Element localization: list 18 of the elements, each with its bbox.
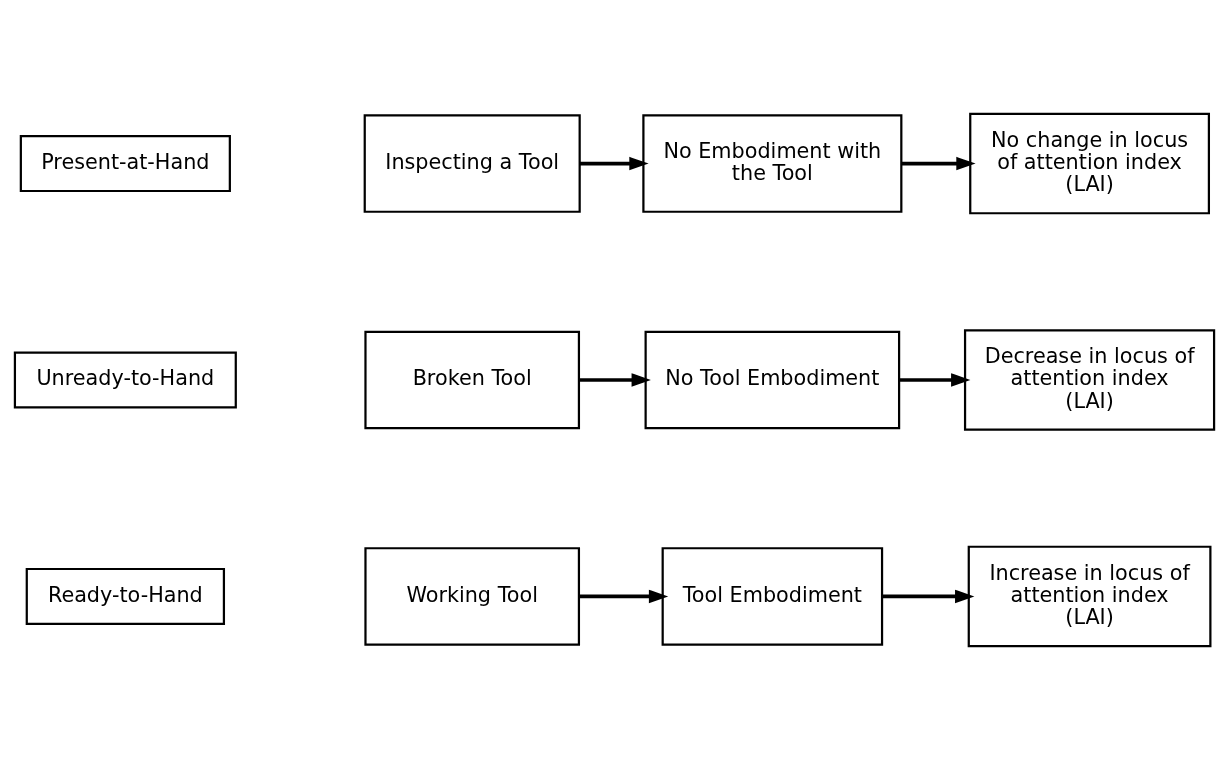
node-box: Inspecting a Tool	[363, 113, 581, 213]
arrow	[901, 156, 976, 170]
node-box: Present-at-Hand	[19, 134, 231, 192]
node-box: Tool Embodiment	[661, 546, 884, 646]
arrow	[579, 372, 651, 387]
arrow	[899, 372, 971, 387]
node-box: No change in locus of attention index (LAI)	[969, 112, 1210, 214]
node-box: Broken Tool	[364, 330, 581, 429]
arrow	[579, 156, 649, 170]
node-box: No Tool Embodiment	[644, 330, 901, 429]
node-box: No Embodiment with the Tool	[642, 113, 903, 213]
node-box: Working Tool	[364, 546, 581, 646]
node-box: Decrease in locus of attention index (LAI)	[963, 328, 1216, 431]
arrow	[882, 589, 975, 603]
node-box: Increase in locus of attention index (LAI)	[967, 545, 1212, 647]
arrow	[579, 589, 669, 603]
node-box: Unready-to-Hand	[13, 350, 237, 409]
node-box: Ready-to-Hand	[25, 567, 226, 625]
